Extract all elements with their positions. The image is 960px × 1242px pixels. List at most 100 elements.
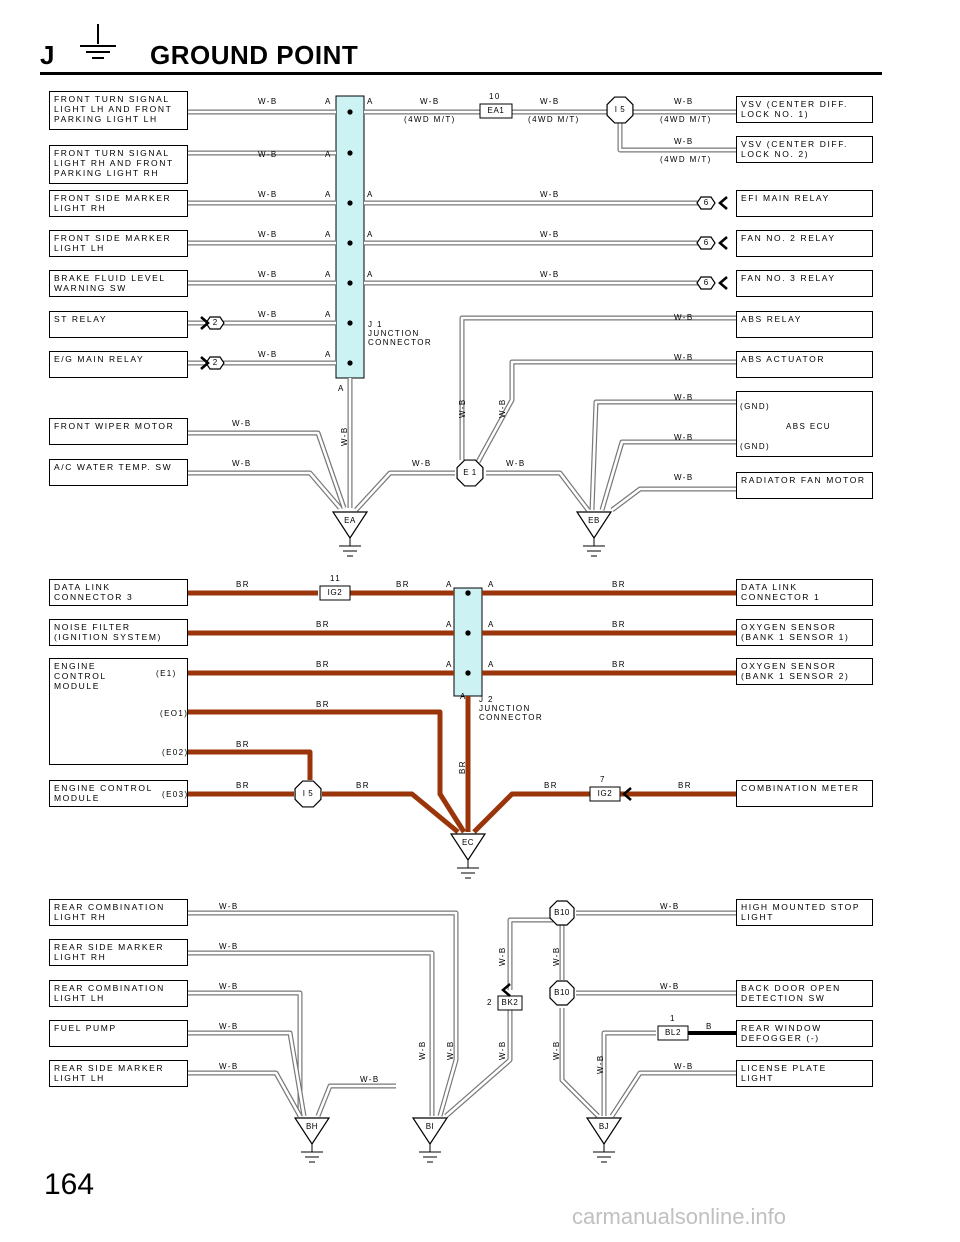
wire-label-br-4: BR [612, 620, 626, 629]
wire-label-wb-24: W-B [219, 942, 239, 951]
wire-label-wb-1: W-B [258, 150, 278, 159]
wire-label-4wd-0: (4WD M/T) [404, 115, 456, 124]
wire-ac-ea [188, 470, 342, 510]
wire-e1-ea [354, 470, 455, 512]
wire-label-wb-3: W-B [258, 230, 278, 239]
ground-symbol-icon [80, 24, 116, 59]
component-right-9: OXYGEN SENSOR (BANK 1 SENSOR 1) [736, 619, 873, 646]
wire-e1-eb-core [486, 471, 590, 511]
br-eo1-ec [188, 709, 467, 834]
wire-abs-gnd2-core [600, 440, 736, 511]
component-left-12: ENGINE CONTROL MODULE [49, 780, 188, 807]
wire-wiper-ea-core [188, 431, 346, 509]
wire-label-br-5: BR [316, 660, 330, 669]
pin6-0-label: 6 [703, 198, 709, 207]
component-right-5: ABS RELAY [736, 311, 873, 338]
component-left-17: REAR SIDE MARKER LIGHT LH [49, 1060, 188, 1087]
pin-label-a-15: A [488, 620, 495, 629]
wire-label-br-6: BR [612, 660, 626, 669]
wire-label-4wd-2: (4WD M/T) [660, 115, 712, 124]
wire-label-4wd-1: (4WD M/T) [528, 115, 580, 124]
pin-label-a-2: A [325, 150, 332, 159]
splice-dot [347, 360, 353, 366]
ground-bj [585, 1117, 623, 1146]
component-right-0: VSV (CENTER DIFF. LOCK NO. 1) [736, 96, 873, 123]
wire-bk2-bi-core [445, 1003, 512, 1117]
splice-dot [347, 200, 353, 206]
splice-dot [347, 150, 353, 156]
pin-label-a-13: A [488, 580, 495, 589]
pin6-1 [696, 236, 716, 250]
splice-dot [347, 109, 353, 115]
component-left-7: FRONT WIPER MOTOR [49, 418, 188, 445]
wire-label-br-3: BR [316, 620, 330, 629]
wire-label-br-2: BR [612, 580, 626, 589]
abs-ecu-gnd-2: (GND) [740, 442, 771, 451]
watermark: carmanualsonline.info [572, 1204, 787, 1229]
pin-label-a-17: A [488, 660, 495, 669]
wire-b10-bj-core [560, 1008, 599, 1117]
connector-bk2-label: BK2 [501, 998, 519, 1007]
wire-label-vertical-9: W-B [552, 1040, 561, 1060]
pin-label-a-7: A [325, 270, 332, 279]
component-left-15: REAR COMBINATION LIGHT LH [49, 980, 188, 1007]
wire-label-br-0: BR [236, 580, 250, 589]
br-ig2-ec [472, 791, 590, 834]
component-left-11: ENGINE CONTROL MODULE [49, 658, 188, 765]
component-right-2: EFI MAIN RELAY [736, 190, 873, 217]
pin-label-a-5: A [325, 230, 332, 239]
wire-label-vertical-6: W-B [418, 1040, 427, 1060]
page-number: 164 [44, 1168, 95, 1201]
wire-rsm-lh-core [188, 1071, 302, 1117]
connector-bl2-pin: 1 [670, 1014, 676, 1023]
component-right-7: RADIATOR FAN MOTOR [736, 472, 873, 499]
component-right-10: OXYGEN SENSOR (BANK 1 SENSOR 2) [736, 658, 873, 685]
pin2-eg-label: 2 [212, 358, 218, 367]
page-title: GROUND POINT [150, 40, 359, 70]
wire-fuel-core [188, 1031, 306, 1117]
wire-rad-eb-core [611, 487, 736, 512]
wire-label-vertical-7: W-B [446, 1040, 455, 1060]
ground-ea-label: EA [344, 516, 356, 525]
connector-i5-bottom-label: I 5 [302, 789, 314, 798]
wire-label-wb-26: W-B [219, 1022, 239, 1031]
wire-label-wb-17: W-B [674, 433, 694, 442]
pin-label-a-16: A [446, 660, 453, 669]
wire-label-wb-4: W-B [258, 270, 278, 279]
wire-label-br-1: BR [396, 580, 410, 589]
ground-bi-label: BI [425, 1122, 435, 1131]
wire-license-core [610, 1071, 736, 1117]
pin-label-a-6: A [367, 230, 374, 239]
wire-rad-eb [610, 486, 736, 512]
connector-bl2-label: BL2 [664, 1028, 682, 1037]
connector-ea1-label: EA1 [487, 106, 505, 115]
wire-label-wb-20: W-B [232, 459, 252, 468]
wire-label-wb-5: W-B [258, 310, 278, 319]
wire-label-wb-25: W-B [219, 982, 239, 991]
component-left-16: FUEL PUMP [49, 1020, 188, 1047]
ground-ec-label: EC [461, 838, 475, 847]
wire-label-br-7: BR [316, 700, 330, 709]
pin-label-a-9: A [325, 310, 332, 319]
wire-label-wb-21: W-B [412, 459, 432, 468]
wire-label-b: B [706, 1022, 713, 1031]
junction-j1 [335, 95, 365, 379]
wire-rsm-rh-core [188, 951, 434, 1116]
component-right-6: ABS ACTUATOR [736, 351, 873, 378]
pin2-st [205, 316, 225, 330]
component-left-5: ST RELAY [49, 311, 188, 338]
wire-i5-vsv2-core [618, 122, 736, 152]
pin6-2-label: 6 [703, 278, 709, 287]
chevron-left-icon [622, 787, 632, 801]
wire-label-wb-10: W-B [674, 137, 694, 146]
component-right-13: BACK DOOR OPEN DETECTION SW [736, 980, 873, 1007]
wire-label-wb-22: W-B [506, 459, 526, 468]
pin-label-a-18: A [460, 692, 467, 701]
wire-abs-gnd1-core [590, 400, 736, 511]
connector-i5-bottom [294, 780, 322, 808]
wire-label-wb-15: W-B [674, 353, 694, 362]
wire-bl2-bj-core [602, 1031, 656, 1116]
pin-label-a-1: A [367, 97, 374, 106]
component-right-1: VSV (CENTER DIFF. LOCK NO. 2) [736, 136, 873, 163]
